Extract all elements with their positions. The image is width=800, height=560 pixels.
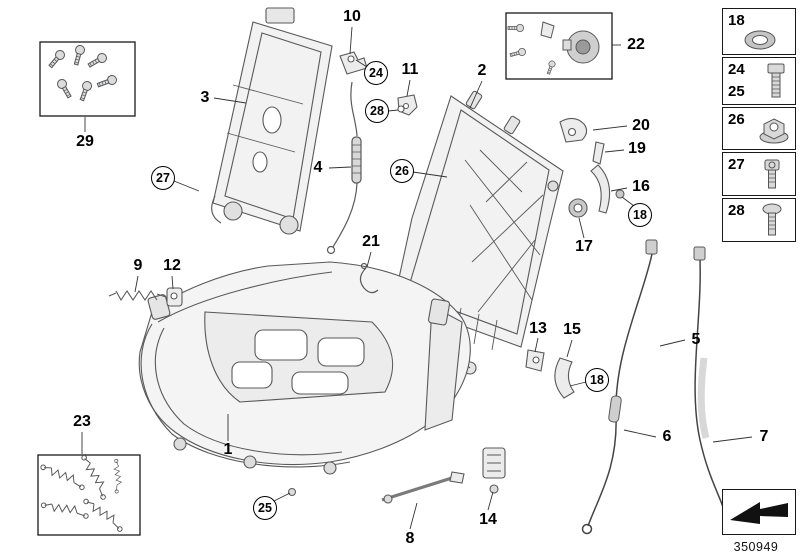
callout-10[interactable]: 10 xyxy=(343,8,361,25)
callout-8[interactable]: 8 xyxy=(405,530,415,547)
leader-lines xyxy=(81,26,753,530)
callout-28[interactable]: 28 xyxy=(365,99,389,123)
callout-15[interactable]: 15 xyxy=(563,321,581,338)
callout-1[interactable]: 1 xyxy=(223,441,233,458)
callout-21[interactable]: 21 xyxy=(362,233,380,250)
callout-11[interactable]: 11 xyxy=(401,61,419,78)
part-12-bracket xyxy=(166,287,183,307)
sidebar-label-24[interactable]: 24 xyxy=(728,61,745,78)
callout-12[interactable]: 12 xyxy=(163,257,181,274)
part-1-seat-frame xyxy=(138,261,471,475)
callout-14[interactable]: 14 xyxy=(479,511,497,528)
pan-screw-icon xyxy=(762,203,782,236)
callout-13[interactable]: 13 xyxy=(529,320,547,337)
callout-20[interactable]: 20 xyxy=(632,117,650,134)
part-15-handle xyxy=(554,357,575,399)
callout-3[interactable]: 3 xyxy=(200,89,210,106)
callout-29[interactable]: 29 xyxy=(76,133,94,150)
part-14-latch xyxy=(482,447,506,494)
part-8-rod xyxy=(381,471,465,504)
hardware-box-29 xyxy=(39,41,136,117)
callout-22[interactable]: 22 xyxy=(627,36,645,53)
callout-18-upper[interactable]: 18 xyxy=(628,203,652,227)
sidebar-box-24-25: 24 25 xyxy=(722,57,796,105)
sidebar-label-26[interactable]: 26 xyxy=(728,111,745,128)
sidebar-label-18[interactable]: 18 xyxy=(728,12,745,29)
callout-5[interactable]: 5 xyxy=(691,331,701,348)
part-4-cable-spring xyxy=(326,81,362,255)
part-16-lever xyxy=(590,164,611,214)
callout-9[interactable]: 9 xyxy=(133,257,143,274)
part-5-6-7-cables xyxy=(581,239,735,535)
diagram-number: 350949 xyxy=(733,540,779,554)
part-19-strip xyxy=(592,141,605,165)
callout-17[interactable]: 17 xyxy=(575,238,593,255)
part-10-bracket xyxy=(339,51,368,75)
torx-screw-icon xyxy=(764,159,780,189)
grommet-icon xyxy=(744,30,776,50)
part-11-bracket xyxy=(397,94,418,116)
callout-16[interactable]: 16 xyxy=(632,178,650,195)
callout-24[interactable]: 24 xyxy=(364,61,388,85)
sidebar-box-27: 27 xyxy=(722,152,796,196)
callout-2[interactable]: 2 xyxy=(477,62,487,79)
direction-arrow-icon xyxy=(730,502,788,524)
callout-18-lower[interactable]: 18 xyxy=(585,368,609,392)
hex-bolt-icon xyxy=(767,63,785,98)
callout-26[interactable]: 26 xyxy=(390,159,414,183)
part-21-spring-clip xyxy=(359,262,379,294)
flange-nut-icon xyxy=(759,118,789,144)
callout-23[interactable]: 23 xyxy=(73,413,91,430)
spring-box-23 xyxy=(37,454,141,536)
callout-25[interactable]: 25 xyxy=(253,496,277,520)
sidebar-label-25[interactable]: 25 xyxy=(728,83,745,100)
direction-arrow-box xyxy=(722,489,796,535)
callout-7[interactable]: 7 xyxy=(759,428,769,445)
part-3-backrest-frame xyxy=(211,7,333,235)
part-20-bracket xyxy=(559,117,588,143)
sidebar-box-18: 18 xyxy=(722,8,796,55)
hardware-box-22 xyxy=(505,12,613,80)
sidebar-label-28[interactable]: 28 xyxy=(728,202,745,219)
sidebar-box-26: 26 xyxy=(722,107,796,150)
callout-27[interactable]: 27 xyxy=(151,166,175,190)
part-25-screw xyxy=(288,488,296,496)
callout-4[interactable]: 4 xyxy=(313,159,323,176)
part-13-latch xyxy=(525,349,545,372)
sidebar-box-28: 28 xyxy=(722,198,796,242)
part-17-grommet xyxy=(568,198,588,218)
callout-19[interactable]: 19 xyxy=(628,140,646,157)
sidebar-label-27[interactable]: 27 xyxy=(728,156,745,173)
callout-6[interactable]: 6 xyxy=(662,428,672,445)
